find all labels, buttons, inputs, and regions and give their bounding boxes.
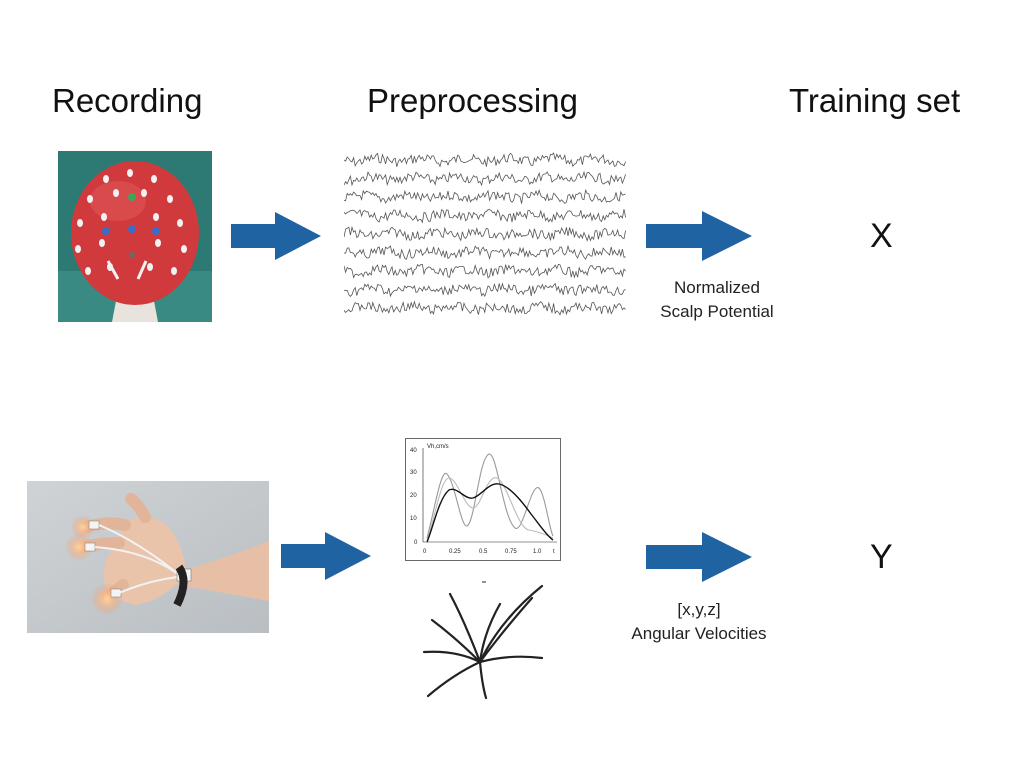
eeg-signal-traces <box>344 152 626 316</box>
plot-curve <box>426 453 554 539</box>
plot-ytick: 0 <box>414 540 418 546</box>
plot-ytick: 40 <box>410 448 417 454</box>
arrow-right-icon <box>646 532 752 582</box>
eeg-trace-line <box>344 300 626 316</box>
plot-curve <box>426 477 554 541</box>
caption-angular-velocities: [x,y,z] Angular Velocities <box>612 598 786 646</box>
plot-ylabel: Vh,cm/s <box>427 444 449 450</box>
eeg-trace-line <box>344 225 626 242</box>
eeg-trace-line <box>344 244 626 260</box>
arrow-right-icon <box>646 211 752 261</box>
caption-line: [x,y,z] <box>677 600 721 619</box>
heading-preprocessing: Preprocessing <box>367 82 578 119</box>
eeg-trace-line <box>344 263 626 279</box>
eeg-cap-photo <box>58 151 212 322</box>
trajectory-sketch <box>422 581 544 700</box>
plot-ytick: 20 <box>410 493 417 499</box>
eeg-trace-line <box>344 152 626 168</box>
plot-xtick: 0.75 <box>505 549 517 555</box>
plot-xtick: 0 <box>423 549 427 555</box>
training-label-y: Y <box>870 538 893 576</box>
caption-line: Normalized <box>674 278 760 297</box>
training-label-x: X <box>870 217 893 255</box>
plot-curve <box>426 483 554 543</box>
plot-xtick: t <box>553 549 555 555</box>
plot-xtick: 0.25 <box>449 549 461 555</box>
velocity-profile-plot: Vh,cm/s 40 30 20 10 0 0 0.25 0.5 0.75 1.… <box>405 438 561 561</box>
heading-training-set: Training set <box>789 82 961 119</box>
heading-recording: Recording <box>52 82 203 119</box>
eeg-trace-line <box>344 208 626 224</box>
caption-line: Angular Velocities <box>631 624 767 643</box>
eeg-trace-line <box>344 170 626 187</box>
arrow-right-icon <box>281 532 371 580</box>
hand-sensor-photo <box>27 481 269 633</box>
plot-xtick: 0.5 <box>479 549 488 555</box>
arrow-right-icon <box>231 212 321 260</box>
plot-ytick: 10 <box>410 516 417 522</box>
plot-xtick: 1.0 <box>533 549 542 555</box>
eeg-trace-line <box>344 188 626 204</box>
caption-line: Scalp Potential <box>660 302 774 321</box>
caption-normalized-scalp-potential: Normalized Scalp Potential <box>640 276 794 324</box>
eeg-trace-line <box>344 282 626 298</box>
plot-ytick: 30 <box>410 470 417 476</box>
